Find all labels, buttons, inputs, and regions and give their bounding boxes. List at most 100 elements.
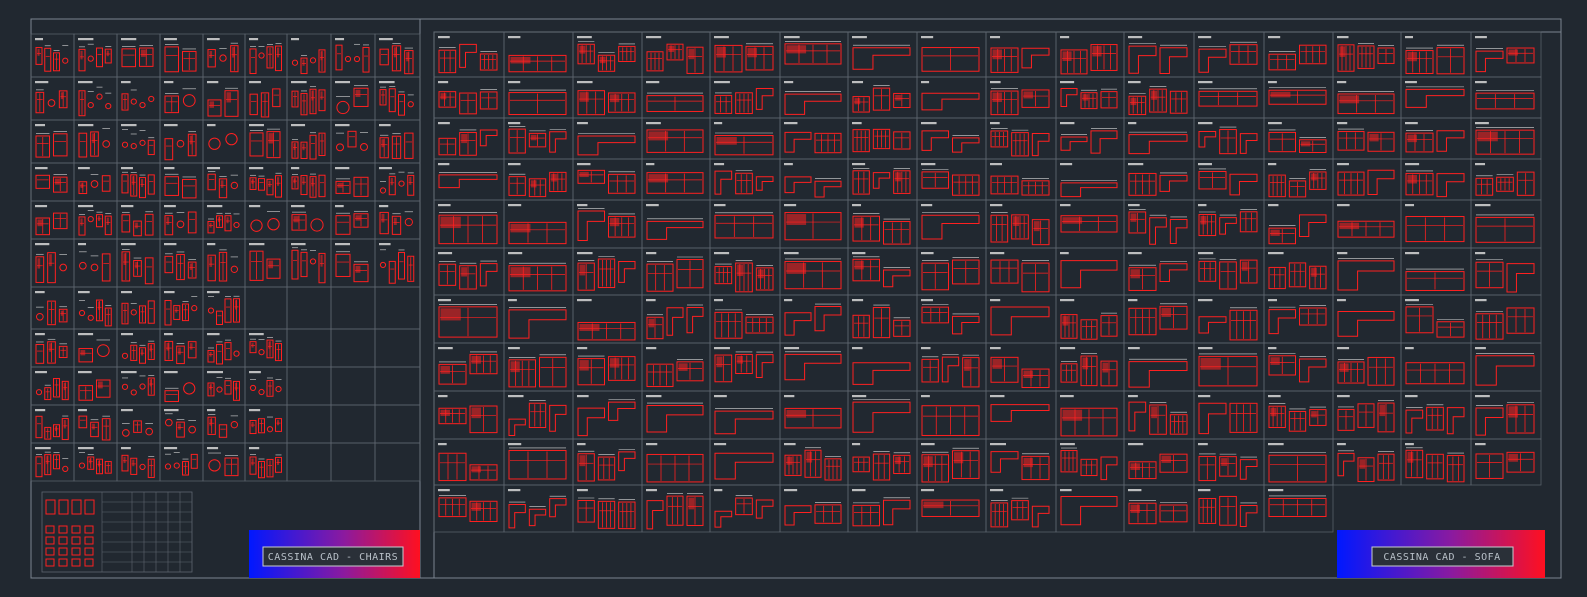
sofa-block[interactable] (646, 122, 704, 153)
sofa-block[interactable] (508, 36, 567, 73)
chair-block[interactable] (335, 38, 370, 73)
sofa-block[interactable] (438, 443, 498, 482)
chair-block[interactable] (249, 371, 282, 397)
chair-block[interactable] (35, 371, 69, 401)
sofa-block[interactable] (852, 163, 911, 195)
sofa-block[interactable] (852, 443, 911, 481)
sofa-block[interactable] (1337, 163, 1395, 196)
sofa-block[interactable] (1128, 443, 1188, 480)
sofa-block[interactable] (1268, 489, 1327, 518)
sofa-block[interactable] (1128, 81, 1188, 116)
sofa-block[interactable] (438, 299, 498, 338)
sofa-block[interactable] (1475, 204, 1535, 243)
sofa-block[interactable] (1337, 122, 1395, 152)
chair-block[interactable] (78, 167, 111, 195)
sofa-block[interactable] (852, 81, 911, 113)
sofa-block[interactable] (577, 163, 636, 194)
sofa-block[interactable] (1268, 299, 1327, 335)
chair-block[interactable] (164, 291, 198, 326)
chair-block[interactable] (164, 124, 197, 161)
sofa-block[interactable] (990, 443, 1050, 481)
sofa-block[interactable] (1198, 299, 1258, 341)
sofa-block[interactable] (1405, 163, 1465, 198)
sofa-block[interactable] (1198, 36, 1258, 73)
chair-block[interactable] (121, 447, 155, 478)
sofa-block[interactable] (438, 36, 498, 74)
sofa-block[interactable] (508, 204, 567, 245)
sofa-block[interactable] (921, 81, 980, 111)
chair-block[interactable] (121, 205, 154, 237)
chair-block[interactable] (335, 243, 369, 283)
chair-block[interactable] (249, 333, 282, 362)
sofa-block[interactable] (1060, 395, 1118, 437)
sofa-block[interactable] (784, 299, 842, 336)
chair-block[interactable] (249, 205, 280, 232)
sofa-block[interactable] (1268, 122, 1327, 153)
sofa-block[interactable] (577, 36, 636, 72)
chair-block[interactable] (78, 243, 111, 282)
sofa-block[interactable] (1128, 252, 1188, 291)
chair-block[interactable] (335, 205, 369, 235)
sofa-block[interactable] (1405, 395, 1465, 435)
sofa-block[interactable] (714, 36, 774, 73)
sofa-block[interactable] (508, 443, 567, 480)
sofa-block[interactable] (1128, 122, 1188, 155)
sofa-block[interactable] (852, 299, 911, 339)
chair-block[interactable] (35, 333, 68, 364)
sofa-block[interactable] (784, 443, 842, 481)
chair-block[interactable] (379, 167, 415, 196)
chair-block[interactable] (291, 243, 326, 284)
chair-block[interactable] (207, 371, 240, 401)
sofa-block[interactable] (438, 122, 498, 156)
chair-block[interactable] (207, 81, 239, 117)
sofa-block[interactable] (577, 489, 636, 530)
sofa-block[interactable] (921, 122, 980, 153)
sofa-block[interactable] (784, 252, 842, 290)
chair-block[interactable] (164, 409, 197, 438)
chair-block[interactable] (291, 124, 326, 160)
sofa-block[interactable] (921, 347, 980, 388)
sofa-block[interactable] (1475, 163, 1535, 196)
sofa-block[interactable] (714, 204, 774, 239)
sofa-block[interactable] (921, 252, 980, 291)
chair-block[interactable] (207, 167, 239, 199)
sofa-block[interactable] (714, 252, 774, 293)
sofa-block[interactable] (852, 395, 911, 433)
sofa-block[interactable] (921, 443, 980, 483)
sofa-block[interactable] (784, 163, 842, 198)
sofa-block[interactable] (990, 81, 1050, 116)
chair-block[interactable] (78, 447, 112, 475)
sofa-block[interactable] (1475, 36, 1535, 73)
sofa-block[interactable] (1337, 347, 1395, 386)
chair-block[interactable] (35, 167, 68, 193)
sofa-block[interactable] (646, 163, 704, 194)
sofa-block[interactable] (852, 489, 911, 527)
chair-block[interactable] (78, 81, 112, 117)
sofa-block[interactable] (714, 489, 774, 528)
chair-block[interactable] (207, 38, 239, 73)
sofa-block[interactable] (990, 299, 1050, 336)
sofa-block[interactable] (990, 395, 1050, 422)
chair-block[interactable] (335, 167, 369, 197)
chair-block[interactable] (207, 205, 240, 234)
sofa-block[interactable] (1060, 299, 1118, 340)
sofa-block[interactable] (1268, 347, 1327, 383)
chair-block[interactable] (164, 205, 197, 236)
chair-block[interactable] (207, 333, 240, 365)
chair-block[interactable] (291, 167, 326, 198)
sofa-block[interactable] (1060, 443, 1118, 481)
sofa-block[interactable] (577, 443, 636, 482)
sofa-block[interactable] (646, 204, 704, 240)
sofa-block[interactable] (921, 395, 980, 436)
sofa-block[interactable] (1405, 122, 1465, 153)
sofa-block[interactable] (921, 204, 980, 240)
sofa-block[interactable] (714, 347, 774, 383)
sofa-block[interactable] (646, 395, 704, 433)
chair-block[interactable] (249, 243, 281, 281)
sofa-block[interactable] (1475, 81, 1535, 110)
sofa-block[interactable] (438, 347, 498, 385)
sofa-block[interactable] (646, 347, 704, 388)
chair-block[interactable] (164, 447, 198, 476)
chair-block[interactable] (78, 333, 110, 363)
chair-block[interactable] (291, 38, 326, 75)
